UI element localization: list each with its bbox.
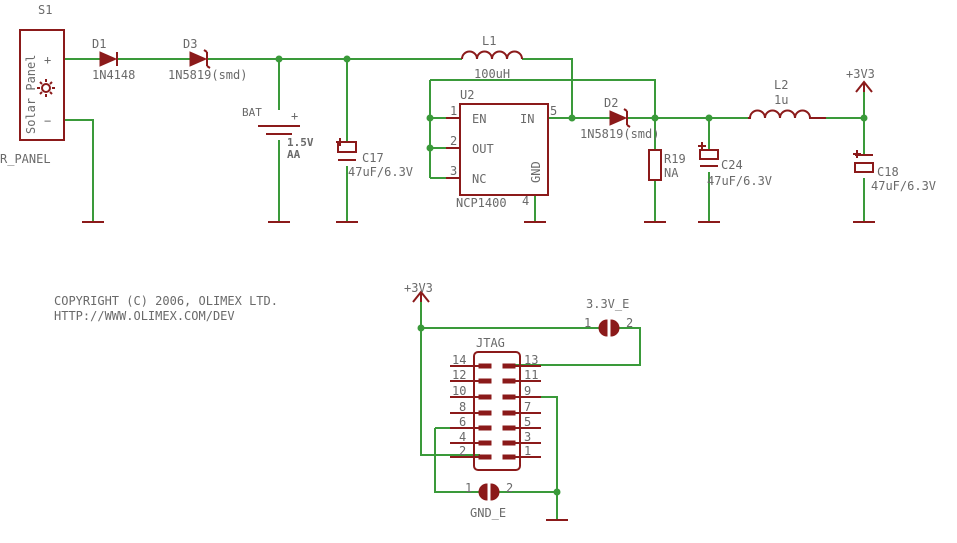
d1-value: 1N4148 bbox=[92, 68, 135, 82]
u2-pin1-label: EN bbox=[472, 112, 486, 126]
supply-3v3-top[interactable]: +3V3 bbox=[846, 67, 875, 93]
jtag-pin-3: 3 bbox=[524, 430, 531, 444]
solar-panel-label: Solar Panel bbox=[24, 55, 38, 134]
resistor-r19[interactable]: R19 NA bbox=[648, 149, 686, 181]
ic-u2-ncp1400[interactable]: U2 1 2 3 5 EN OUT NC IN GND NCP1400 4 bbox=[446, 88, 557, 210]
jtag-pin-14: 14 bbox=[452, 353, 466, 367]
jtag-pin-1: 1 bbox=[524, 444, 531, 458]
inductor-l1[interactable]: L1 100uH bbox=[461, 34, 523, 81]
u2-value: NCP1400 bbox=[456, 196, 507, 210]
u2-gnd-label: GND bbox=[529, 161, 543, 183]
jtag-pin-13: 13 bbox=[524, 353, 538, 367]
jumper-bottom-pin2: 2 bbox=[506, 481, 513, 495]
u2-ref: U2 bbox=[460, 88, 474, 102]
jtag-pin-10: 10 bbox=[452, 384, 466, 398]
jumper-top-pin2: 2 bbox=[626, 316, 633, 330]
d3-ref: D3 bbox=[183, 37, 197, 51]
l1-value: 100uH bbox=[474, 67, 510, 81]
d1-ref: D1 bbox=[92, 37, 106, 51]
jtag-pin-4: 4 bbox=[459, 430, 466, 444]
diode-d1[interactable]: D1 1N4148 bbox=[92, 37, 135, 82]
jtag-pin-6: 6 bbox=[459, 415, 466, 429]
inductor-l2[interactable]: L2 1u bbox=[748, 78, 826, 119]
solar-plus-label: + bbox=[44, 53, 51, 67]
copyright-line-1: COPYRIGHT (C) 2006, OLIMEX LTD. bbox=[54, 294, 278, 308]
jtag-pin-12: 12 bbox=[452, 368, 466, 382]
jtag-pin-5: 5 bbox=[524, 415, 531, 429]
bat-sub: AA bbox=[287, 148, 301, 161]
r19-ref: R19 bbox=[664, 152, 686, 166]
r19-value: NA bbox=[664, 166, 679, 180]
diode-d2[interactable]: D2 1N5819(smd) bbox=[580, 96, 659, 141]
diode-d3[interactable]: D3 1N5819(smd) bbox=[168, 37, 247, 82]
l2-ref: L2 bbox=[774, 78, 788, 92]
jtag-connector[interactable]: JTAG 14 12 10 8 6 4 2 13 11 9 7 5 3 1 bbox=[450, 336, 541, 471]
pwr-bottom-label: +3V3 bbox=[404, 281, 433, 295]
jtag-pin-9: 9 bbox=[524, 384, 531, 398]
c18-value: 47uF/6.3V bbox=[871, 179, 936, 193]
c18-ref: C18 bbox=[877, 165, 899, 179]
supply-3v3-jtag[interactable]: +3V3 bbox=[404, 281, 433, 303]
u2-pin5-label: IN bbox=[520, 112, 534, 126]
capacitor-c17[interactable]: C17 47uF/6.3V bbox=[336, 138, 413, 179]
bat-value: 1.5V bbox=[287, 136, 314, 149]
u2-pin3-num: 3 bbox=[450, 164, 457, 178]
jtag-pin-7: 7 bbox=[524, 400, 531, 414]
battery-bat[interactable]: BAT + 1.5V AA bbox=[242, 106, 314, 161]
sun-icon bbox=[37, 79, 55, 97]
solar-panel-s1[interactable]: S1 Solar Panel + − R_PANEL bbox=[0, 3, 65, 166]
ground-symbols bbox=[82, 221, 875, 521]
d2-ref: D2 bbox=[604, 96, 618, 110]
pwr-top-label: +3V3 bbox=[846, 67, 875, 81]
c17-value: 47uF/6.3V bbox=[348, 165, 413, 179]
c24-ref: C24 bbox=[721, 158, 743, 172]
jumper-3v3-e[interactable]: 3.3V_E 1 2 bbox=[584, 297, 633, 337]
d3-value: 1N5819(smd) bbox=[168, 68, 247, 82]
capacitor-c18[interactable]: C18 47uF/6.3V bbox=[853, 150, 936, 193]
junctions bbox=[275, 55, 868, 496]
l1-ref: L1 bbox=[482, 34, 496, 48]
jumper-gnd-e[interactable]: 1 2 GND_E bbox=[465, 481, 513, 520]
c24-value: 47uF/6.3V bbox=[707, 174, 772, 188]
u2-pin5-num: 5 bbox=[550, 104, 557, 118]
solar-minus-label: − bbox=[44, 114, 51, 128]
u2-pin1-num: 1 bbox=[450, 104, 457, 118]
s1-ref: S1 bbox=[38, 3, 52, 17]
jumper-top-ref: 3.3V_E bbox=[586, 297, 629, 311]
copyright-block: COPYRIGHT (C) 2006, OLIMEX LTD. HTTP://W… bbox=[54, 294, 278, 323]
d2-value: 1N5819(smd) bbox=[580, 127, 659, 141]
u2-pin2-label: OUT bbox=[472, 142, 494, 156]
jumper-top-pin1: 1 bbox=[584, 316, 591, 330]
bat-ref: BAT bbox=[242, 106, 262, 119]
jtag-pins bbox=[478, 363, 516, 460]
u2-gnd-num: 4 bbox=[522, 194, 529, 208]
jumper-bottom-ref: GND_E bbox=[470, 506, 506, 520]
jtag-pin-11: 11 bbox=[524, 368, 538, 382]
solar-value-label: R_PANEL bbox=[0, 152, 51, 166]
u2-pin2-num: 2 bbox=[450, 134, 457, 148]
l2-value: 1u bbox=[774, 93, 788, 107]
jtag-pin-8: 8 bbox=[459, 400, 466, 414]
c17-ref: C17 bbox=[362, 151, 384, 165]
capacitor-c24[interactable]: C24 47uF/6.3V bbox=[698, 142, 772, 188]
copyright-line-2: HTTP://WWW.OLIMEX.COM/DEV bbox=[54, 309, 235, 323]
bat-plus: + bbox=[291, 109, 298, 123]
jtag-ref: JTAG bbox=[476, 336, 505, 350]
jtag-pin-2: 2 bbox=[459, 444, 466, 458]
u2-pin3-label: NC bbox=[472, 172, 486, 186]
jumper-bottom-pin1: 1 bbox=[465, 481, 472, 495]
